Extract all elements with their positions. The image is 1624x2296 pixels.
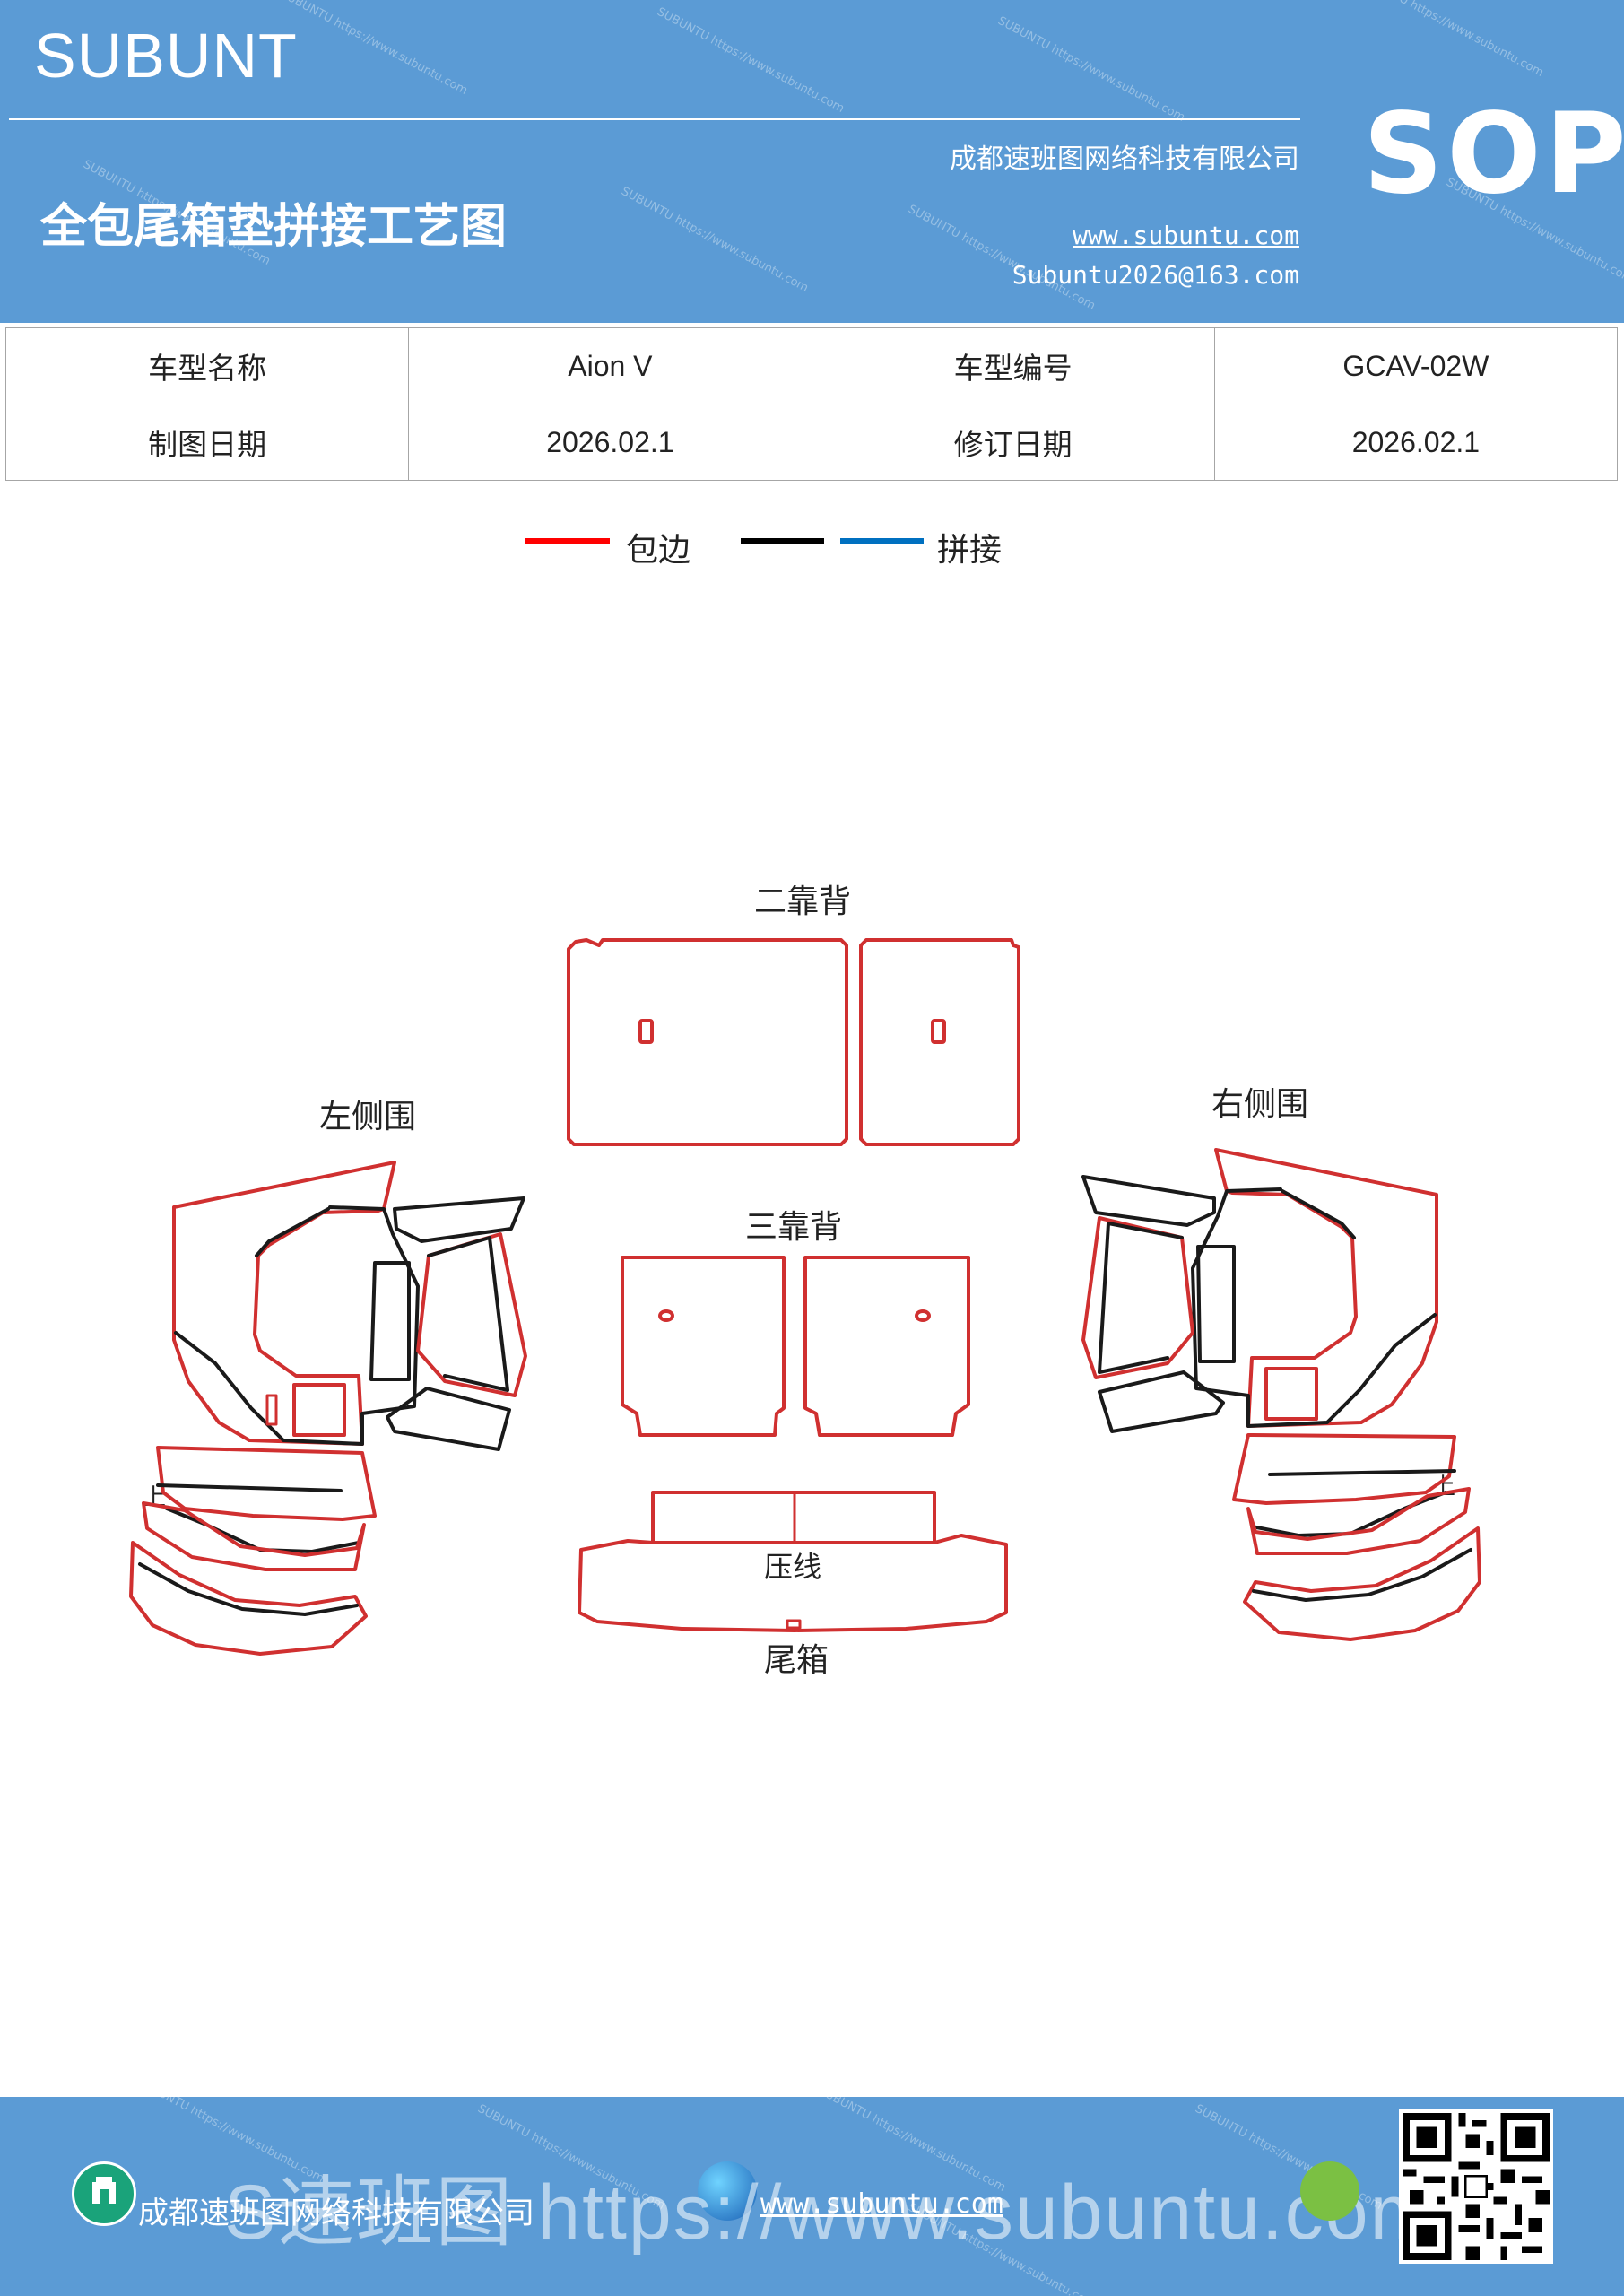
right-side-bottom-strip bbox=[1243, 1526, 1481, 1641]
second-backrest-left-hole bbox=[638, 1019, 654, 1044]
legend: 包边 拼接 bbox=[0, 520, 1624, 583]
legend-swatch-splice bbox=[840, 538, 924, 544]
left-side-window-b bbox=[369, 1261, 411, 1381]
label-trunk: 尾箱 bbox=[764, 1642, 829, 1679]
left-side-window-c bbox=[416, 1232, 527, 1397]
header-divider bbox=[9, 118, 1300, 120]
second-backrest-right-panel bbox=[859, 938, 1020, 1146]
trunk-mat-diagram: 二靠背 三靠背 左侧围 右侧围 压线 尾箱 上 上 bbox=[129, 883, 1481, 1679]
left-side-bottom-strip bbox=[129, 1541, 368, 1656]
label-cell-draw-date: 制图日期 bbox=[4, 404, 410, 481]
watermark-overlay: S速班图 https://www.subuntu.com bbox=[224, 2170, 1437, 2256]
left-side-lower-strip bbox=[142, 1501, 366, 1571]
value-cell-model-name: Aion V bbox=[408, 327, 812, 404]
third-backrest-right-hole bbox=[915, 1309, 931, 1322]
email-address: Subuntu2026@163.com bbox=[1012, 260, 1299, 290]
second-backrest-right-hole bbox=[931, 1019, 946, 1044]
website-link[interactable]: www.subuntu.com bbox=[1073, 221, 1299, 250]
label-right-side: 右侧围 bbox=[1211, 1086, 1308, 1123]
sop-label: SOP bbox=[1363, 90, 1624, 219]
brand-name: SUBUNT bbox=[34, 21, 298, 91]
legend-label-edge: 包边 bbox=[626, 532, 691, 569]
left-side-outer-panel bbox=[172, 1161, 396, 1446]
label-press-line: 压线 bbox=[764, 1550, 821, 1584]
right-side-window-c-splice bbox=[1098, 1222, 1184, 1374]
left-side-pocket bbox=[292, 1383, 346, 1437]
left-side-window-d bbox=[386, 1387, 511, 1451]
table-row: 车型名称 Aion V 车型编号 GCAV-02W bbox=[4, 327, 1619, 404]
footer-company: 成都速班图网络科技有限公司 bbox=[138, 2196, 534, 2231]
qr-code bbox=[1399, 2109, 1553, 2264]
right-side-lower-panel bbox=[1232, 1433, 1456, 1505]
footer-banner: SUBUNTU https://www.subuntu.com SUBUNTU … bbox=[0, 2097, 1624, 2296]
label-left-side: 左侧围 bbox=[319, 1099, 416, 1135]
header-banner: SUBUNTU https://www.subuntu.com SUBUNTU … bbox=[0, 0, 1624, 323]
label-cell-model-name: 车型名称 bbox=[4, 327, 410, 404]
footer-website-link[interactable]: www.subuntu.com bbox=[760, 2188, 1003, 2220]
right-side-window-d bbox=[1098, 1370, 1225, 1433]
label-cell-model-code: 车型编号 bbox=[811, 327, 1215, 404]
trunk-main-panel bbox=[578, 1534, 1008, 1632]
left-side-slot bbox=[265, 1394, 278, 1426]
label-third-backrest: 三靠背 bbox=[745, 1209, 842, 1246]
value-cell-revision-date: 2026.02.1 bbox=[1213, 404, 1619, 481]
right-side-window-b bbox=[1196, 1245, 1236, 1363]
label-second-backrest: 二靠背 bbox=[754, 883, 851, 920]
third-backrest-left-hole bbox=[658, 1309, 674, 1322]
right-side-window-c bbox=[1081, 1216, 1194, 1379]
left-side-inner-splice bbox=[174, 1205, 420, 1446]
globe-icon bbox=[698, 2161, 757, 2221]
legend-swatch-edge bbox=[525, 538, 610, 544]
right-side-bottom-splice bbox=[1252, 1548, 1472, 1602]
vehicle-info-table: 车型名称 Aion V 车型编号 GCAV-02W 制图日期 2026.02.1… bbox=[4, 327, 1619, 481]
right-side-inner-splice bbox=[1191, 1187, 1437, 1428]
table-row: 制图日期 2026.02.1 修订日期 2026.02.1 bbox=[4, 404, 1619, 481]
page-title: 全包尾箱垫拼接工艺图 bbox=[40, 199, 508, 254]
value-cell-draw-date: 2026.02.1 bbox=[408, 404, 812, 481]
legend-label-splice: 拼接 bbox=[937, 532, 1003, 569]
left-side-bottom-splice bbox=[138, 1562, 359, 1616]
label-cell-revision-date: 修订日期 bbox=[811, 404, 1215, 481]
wechat-icon bbox=[1300, 2161, 1359, 2221]
trunk-notch bbox=[786, 1619, 802, 1630]
right-side-lower-strip bbox=[1246, 1487, 1471, 1555]
value-cell-model-code: GCAV-02W bbox=[1213, 327, 1619, 404]
right-side-window-a bbox=[1081, 1175, 1216, 1227]
company-name: 成都速班图网络科技有限公司 bbox=[950, 144, 1299, 175]
legend-swatch-black bbox=[741, 538, 824, 544]
right-side-pocket bbox=[1264, 1367, 1318, 1421]
left-side-window-c-splice bbox=[427, 1236, 509, 1392]
left-side-lower-panel bbox=[156, 1446, 377, 1521]
building-icon bbox=[72, 2161, 136, 2226]
third-backrest-left-panel bbox=[621, 1256, 786, 1437]
left-side-window-a bbox=[393, 1196, 525, 1243]
third-backrest-right-panel bbox=[803, 1256, 970, 1437]
second-backrest-left-panel bbox=[567, 938, 848, 1146]
